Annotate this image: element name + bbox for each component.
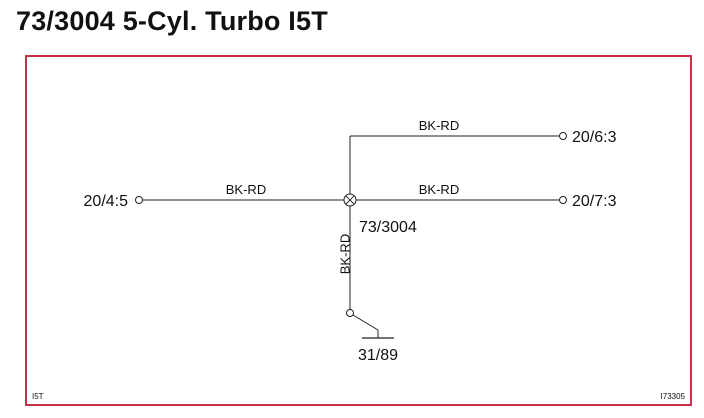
splice-icon xyxy=(343,193,357,207)
footer-right-code: I73305 xyxy=(661,392,686,401)
terminal-left-label: 20/4:5 xyxy=(84,193,129,210)
terminal-upper-right-label: 20/6:3 xyxy=(572,129,617,146)
footer-left-code: I5T xyxy=(32,392,44,401)
diagram-frame xyxy=(25,55,692,406)
wire-left-color: BK-RD xyxy=(226,182,266,197)
terminal-right-label: 20/7:3 xyxy=(572,193,617,210)
terminal-right-icon xyxy=(559,196,567,204)
wire-right-color: BK-RD xyxy=(419,182,459,197)
ground-label: 31/89 xyxy=(358,347,398,364)
terminal-upper-right-icon xyxy=(559,132,567,140)
page-title: 73/3004 5-Cyl. Turbo I5T xyxy=(16,6,328,36)
wire-down-color: BK-RD xyxy=(337,234,352,274)
splice-label: 73/3004 xyxy=(359,219,417,236)
wire-upper-right-color: BK-RD xyxy=(419,118,459,133)
ground-switch-icon xyxy=(346,309,394,339)
terminal-left-icon xyxy=(135,196,143,204)
